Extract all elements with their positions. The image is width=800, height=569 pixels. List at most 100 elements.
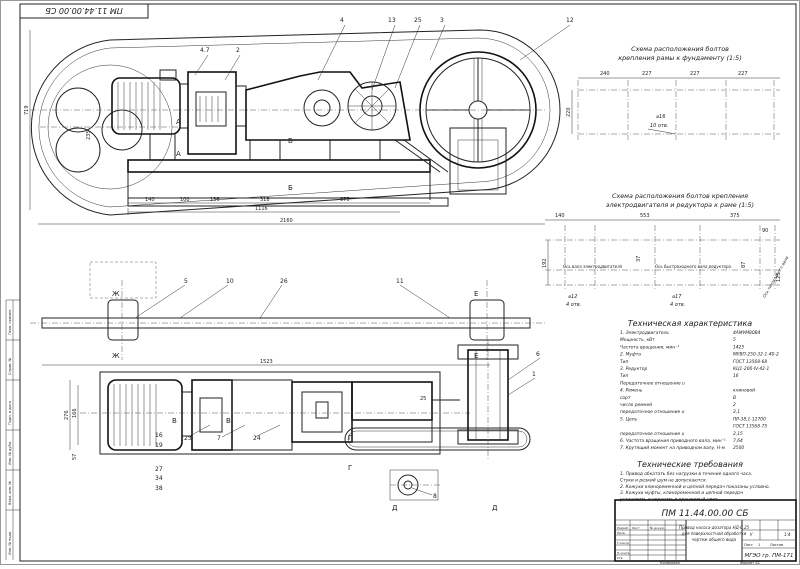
motor-plan xyxy=(107,379,183,451)
svg-text:У: У xyxy=(750,532,753,537)
svg-text:Привод насоса-дозатора НД-0,25: Привод насоса-дозатора НД-0,25 xyxy=(679,525,750,530)
svg-text:1116: 1116 xyxy=(255,206,268,212)
svg-text:Формат А1: Формат А1 xyxy=(740,561,760,565)
chain-belt xyxy=(344,427,531,451)
tech-specs: Техническая характеристика 1. Электродви… xyxy=(620,319,779,451)
svg-text:227: 227 xyxy=(690,71,700,77)
svg-text:Е: Е xyxy=(474,290,478,298)
svg-text:166: 166 xyxy=(72,408,78,418)
spec-value: МУВП-250-32-1-40-2 xyxy=(733,352,779,358)
strip-label-0: Перв. примен. xyxy=(8,309,12,335)
svg-text:А: А xyxy=(176,118,181,126)
svg-text:57: 57 xyxy=(72,454,78,460)
svg-text:Т.контр.: Т.контр. xyxy=(616,541,630,545)
svg-text:38: 38 xyxy=(155,485,163,492)
svg-text:11: 11 xyxy=(396,278,404,285)
svg-text:Пров.: Пров. xyxy=(617,531,626,535)
spec-value: 2,15 xyxy=(733,431,743,437)
svg-text:Б: Б xyxy=(288,137,293,145)
bolt-scheme-motor-reducer: Схема расположения болтов крепления элек… xyxy=(542,192,790,308)
svg-text:Разраб.: Разраб. xyxy=(617,526,629,530)
svg-text:553: 553 xyxy=(640,213,650,219)
inner-frame xyxy=(19,3,797,562)
svg-text:12: 12 xyxy=(566,17,574,24)
svg-text:Д: Д xyxy=(392,504,398,512)
svg-text:Д: Д xyxy=(492,504,498,512)
svg-text:Листов: Листов xyxy=(770,543,783,547)
requirement-line: 1. Привод обкатать без нагрузки в течени… xyxy=(620,471,752,477)
svg-text:чертеж общего вида: чертеж общего вида xyxy=(692,537,737,542)
strip-label-1: Справ. № xyxy=(8,358,12,375)
spec-label: Передаточное отношение u xyxy=(620,380,685,386)
specs-heading: Техническая характеристика xyxy=(628,319,753,328)
strip-label-6: Инв. № подл. xyxy=(8,531,12,555)
svg-text:6: 6 xyxy=(536,351,540,358)
tech-requirements: Технические требования 1. Привод обкатат… xyxy=(619,460,770,503)
svg-text:220: 220 xyxy=(566,107,572,117)
svg-text:140: 140 xyxy=(145,197,155,203)
spec-value: КЦ1-200-IV-42-1 xyxy=(733,366,770,372)
svg-text:10 отв.: 10 отв. xyxy=(650,123,668,129)
requirement-line: 2. Кожухи клиноременной и цепной передач… xyxy=(620,484,770,490)
svg-text:2: 2 xyxy=(236,47,240,54)
svg-text:Н.контр.: Н.контр. xyxy=(617,551,630,555)
spec-label: число ремней xyxy=(620,402,652,408)
reducer-plan xyxy=(291,381,353,443)
svg-text:8: 8 xyxy=(433,493,437,500)
spec-value: 4АМУМ80В4 xyxy=(733,330,761,336)
svg-text:2160: 2160 xyxy=(280,218,293,224)
svg-text:А: А xyxy=(176,150,181,158)
spec-label: Тип xyxy=(620,359,629,365)
svg-text:1: 1 xyxy=(758,543,760,547)
svg-text:10: 10 xyxy=(226,278,234,285)
svg-text:Г: Г xyxy=(348,434,352,442)
spec-value: ГОСТ 13568-75 xyxy=(733,424,767,430)
spec-value: 2 xyxy=(733,402,736,408)
svg-text:1:4: 1:4 xyxy=(784,532,791,537)
svg-text:Лист: Лист xyxy=(744,543,753,547)
front-dimensions: 140 100 136 318 375 1116 2160 719 235 xyxy=(24,30,545,225)
svg-text:Ось вала электродвигателя: Ось вала электродвигателя xyxy=(563,264,623,269)
front-callouts: 4 13 25 3 12 4.7 2 А А Б Б xyxy=(176,17,574,192)
spec-value: ПР-38,1-12700 xyxy=(733,416,766,422)
svg-text:Б: Б xyxy=(288,184,293,192)
requirements-heading: Технические требования xyxy=(637,460,743,469)
svg-text:125: 125 xyxy=(776,272,782,282)
spec-label: Частота вращения, мин⁻¹ xyxy=(620,344,679,350)
title-block: Разраб. Пров. Т.контр. Н.контр. Утв. Лис… xyxy=(614,499,797,562)
spec-value: 1425 xyxy=(733,344,744,350)
strip-label-4: Взам. инв. № xyxy=(8,481,12,505)
svg-text:34: 34 xyxy=(155,475,163,482)
spec-value: 7,64 xyxy=(733,438,743,444)
svg-text:Ж: Ж xyxy=(112,352,120,360)
spec-value: 2500 xyxy=(733,445,744,451)
svg-text:4 отв.: 4 отв. xyxy=(566,302,581,308)
base-frame xyxy=(127,159,431,173)
svg-text:Копировал: Копировал xyxy=(660,561,680,565)
spec-label: 2. Муфта xyxy=(620,352,641,358)
rotated-code: ПМ 11.44.00.00 СБ xyxy=(45,6,123,15)
svg-text:140: 140 xyxy=(555,213,565,219)
requirement-line: 3. Кожухи муфты, клиноременной и цепной … xyxy=(620,490,744,496)
rotated-code-box: ПМ 11.44.00.00 СБ xyxy=(19,3,149,19)
left-side-strip: Перв. примен. Справ. № Подп. и дата Инв.… xyxy=(5,299,20,560)
svg-text:Ось тихоходного вала: Ось тихоходного вала xyxy=(762,255,790,299)
svg-text:375: 375 xyxy=(730,213,740,219)
bolt-scheme-foundation: Схема расположения болтов крепления рамы… xyxy=(566,45,780,140)
scheme2-title1: Схема расположения болтов крепления xyxy=(612,192,748,200)
svg-text:Е: Е xyxy=(474,352,478,360)
svg-text:90: 90 xyxy=(762,228,768,234)
svg-text:719: 719 xyxy=(24,105,30,115)
svg-text:100: 100 xyxy=(180,197,190,203)
svg-text:5: 5 xyxy=(184,278,188,285)
spec-value: 5 xyxy=(733,337,736,343)
svg-text:Г: Г xyxy=(348,464,352,472)
svg-text:4 отв.: 4 отв. xyxy=(670,302,685,308)
svg-text:1523: 1523 xyxy=(260,359,273,365)
spec-value: ГОСТ 13568-68 xyxy=(733,359,767,365)
svg-text:для поверхностной обработки: для поверхностной обработки xyxy=(681,531,747,536)
svg-text:В: В xyxy=(172,417,177,425)
svg-text:227: 227 xyxy=(642,71,652,77)
